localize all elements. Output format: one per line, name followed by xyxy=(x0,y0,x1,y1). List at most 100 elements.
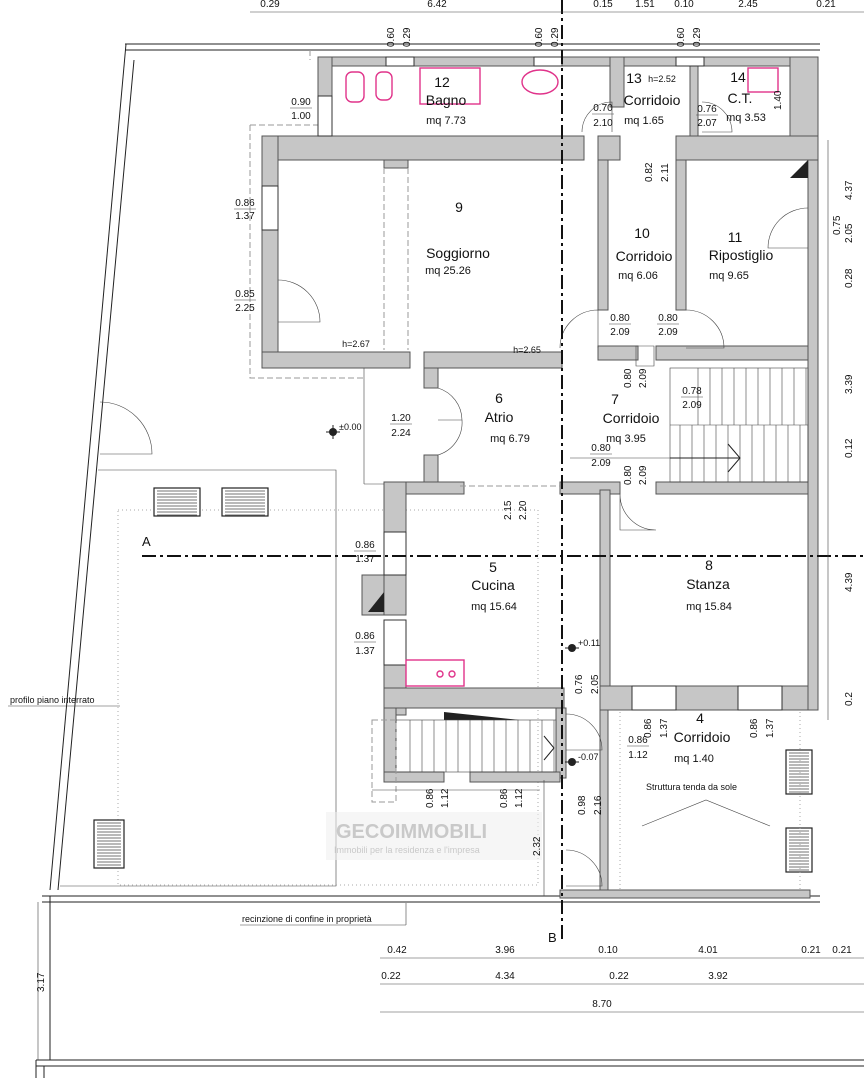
section-axes xyxy=(142,0,864,940)
svg-text:0.80: 0.80 xyxy=(658,313,678,324)
svg-text:3.92: 3.92 xyxy=(708,971,728,982)
svg-text:1.37: 1.37 xyxy=(235,211,255,222)
room-8-num: 8 xyxy=(705,557,713,573)
room-9-num: 9 xyxy=(455,199,463,215)
room-6-num: 6 xyxy=(495,390,503,406)
room-labels: 12 Bagno mq 7.73 13 h=2.52 Corridoio mq … xyxy=(425,69,773,765)
svg-text:0.75: 0.75 xyxy=(832,215,843,235)
svg-text:1.12: 1.12 xyxy=(440,788,451,808)
svg-text:0.98: 0.98 xyxy=(577,795,588,815)
svg-text:1.20: 1.20 xyxy=(391,413,411,424)
svg-text:2.05: 2.05 xyxy=(844,223,855,243)
svg-text:0.86: 0.86 xyxy=(355,631,375,642)
svg-text:0.80: 0.80 xyxy=(623,465,634,485)
room-5-num: 5 xyxy=(489,559,497,575)
svg-text:2.09: 2.09 xyxy=(682,400,702,411)
room-9-name: Soggiorno xyxy=(426,245,490,261)
recinzione-label: recinzione di confine in proprietà xyxy=(242,914,372,924)
svg-text:0.86: 0.86 xyxy=(749,718,760,738)
room-8-area: mq 15.84 xyxy=(686,601,732,613)
svg-text:0.80: 0.80 xyxy=(610,313,630,324)
svg-text:2.10: 2.10 xyxy=(593,118,613,129)
room-7-name: Corridoio xyxy=(603,410,660,426)
tenda-label: Struttura tenda da sole xyxy=(646,782,737,792)
svg-text:1.37: 1.37 xyxy=(355,646,375,657)
svg-text:0.22: 0.22 xyxy=(381,971,401,982)
room-10-name: Corridoio xyxy=(616,248,673,264)
room-11-area: mq 9.65 xyxy=(709,270,749,282)
svg-text:4.01: 4.01 xyxy=(698,945,718,956)
room-12-area: mq 7.73 xyxy=(426,115,466,127)
svg-text:2.24: 2.24 xyxy=(391,428,411,439)
room-12-name: Bagno xyxy=(426,92,467,108)
chimney-icon xyxy=(368,592,384,612)
height-soggiorno-a: h=2.67 xyxy=(342,339,370,349)
right-dims: 4.37 0.28 3.39 0.12 4.39 0.2 xyxy=(844,180,855,706)
room-13-name: Corridoio xyxy=(624,92,681,108)
room-14-num: 14 xyxy=(730,69,746,85)
svg-text:2.20: 2.20 xyxy=(518,500,529,520)
room-8-name: Stanza xyxy=(686,576,730,592)
svg-text:0.60: 0.60 xyxy=(386,27,397,47)
watermark-tagline: Immobili per la residenza e l'impresa xyxy=(334,845,480,855)
section-a-label: A xyxy=(142,534,151,549)
svg-text:0.85: 0.85 xyxy=(235,289,255,300)
svg-text:8.70: 8.70 xyxy=(592,999,612,1010)
profilo-label: profilo piano interrato xyxy=(10,695,95,705)
svg-text:0.29: 0.29 xyxy=(550,27,561,47)
svg-text:1.37: 1.37 xyxy=(659,718,670,738)
awning-structure xyxy=(619,712,801,890)
level-cucina: +0.11 xyxy=(578,638,600,648)
room-14-area: mq 3.53 xyxy=(726,112,766,124)
svg-text:0.78: 0.78 xyxy=(682,386,702,397)
svg-text:1.37: 1.37 xyxy=(765,718,776,738)
svg-text:1.12: 1.12 xyxy=(514,788,525,808)
svg-text:2.15: 2.15 xyxy=(503,500,514,520)
svg-text:0.80: 0.80 xyxy=(591,443,611,454)
room-13-area: mq 1.65 xyxy=(624,115,664,127)
bathroom-fixtures xyxy=(345,67,779,687)
room-6-area: mq 6.79 xyxy=(490,433,530,445)
svg-text:6.42: 6.42 xyxy=(427,0,447,10)
svg-text:1.12: 1.12 xyxy=(628,750,648,761)
partitions xyxy=(363,168,670,487)
opening-dims: 0.90 1.00 0.70 2.10 0.76 2.07 0.86 1.37 … xyxy=(234,97,718,761)
room-4-area: mq 1.40 xyxy=(674,753,714,765)
svg-text:2.09: 2.09 xyxy=(658,327,678,338)
room-13-num: 13 xyxy=(626,70,642,86)
svg-text:0.21: 0.21 xyxy=(801,945,821,956)
stairs xyxy=(371,367,809,803)
room-7-num: 7 xyxy=(611,391,619,407)
svg-text:1.51: 1.51 xyxy=(635,0,655,10)
svg-text:3.96: 3.96 xyxy=(495,945,515,956)
svg-text:0.29: 0.29 xyxy=(260,0,280,10)
svg-text:1.37: 1.37 xyxy=(355,554,375,565)
room-6-name: Atrio xyxy=(485,409,514,425)
room-14-name: C.T. xyxy=(728,90,753,106)
room-11-name: Ripostiglio xyxy=(709,247,774,263)
room-10-area: mq 6.06 xyxy=(618,270,658,282)
top-dims: 0.29 6.42 0.15 1.51 0.10 2.45 0.21 xyxy=(260,0,836,10)
room-4-num: 4 xyxy=(696,710,704,726)
section-b-label: B xyxy=(548,930,557,945)
svg-text:0.82: 0.82 xyxy=(644,162,655,182)
level-corridoio: -0.07 xyxy=(578,752,599,762)
site-lines xyxy=(8,43,864,1078)
general-labels: A B profilo piano interrato recinzione d… xyxy=(10,534,737,945)
svg-text:0.70: 0.70 xyxy=(593,103,613,114)
svg-text:0.60: 0.60 xyxy=(534,27,545,47)
room-5-name: Cucina xyxy=(471,577,515,593)
svg-text:0.10: 0.10 xyxy=(674,0,694,10)
svg-text:0.76: 0.76 xyxy=(574,674,585,694)
svg-text:2.11: 2.11 xyxy=(660,163,671,182)
svg-text:2.05: 2.05 xyxy=(590,674,601,694)
svg-text:0.86: 0.86 xyxy=(235,198,255,209)
svg-text:2.45: 2.45 xyxy=(738,0,758,10)
watermark-brand: GECOIMMOBILI xyxy=(336,821,487,843)
svg-text:0.15: 0.15 xyxy=(593,0,613,10)
svg-text:4.39: 4.39 xyxy=(844,572,855,592)
svg-text:0.29: 0.29 xyxy=(402,27,413,47)
svg-text:0.21: 0.21 xyxy=(816,0,836,10)
svg-text:2.16: 2.16 xyxy=(593,795,604,815)
